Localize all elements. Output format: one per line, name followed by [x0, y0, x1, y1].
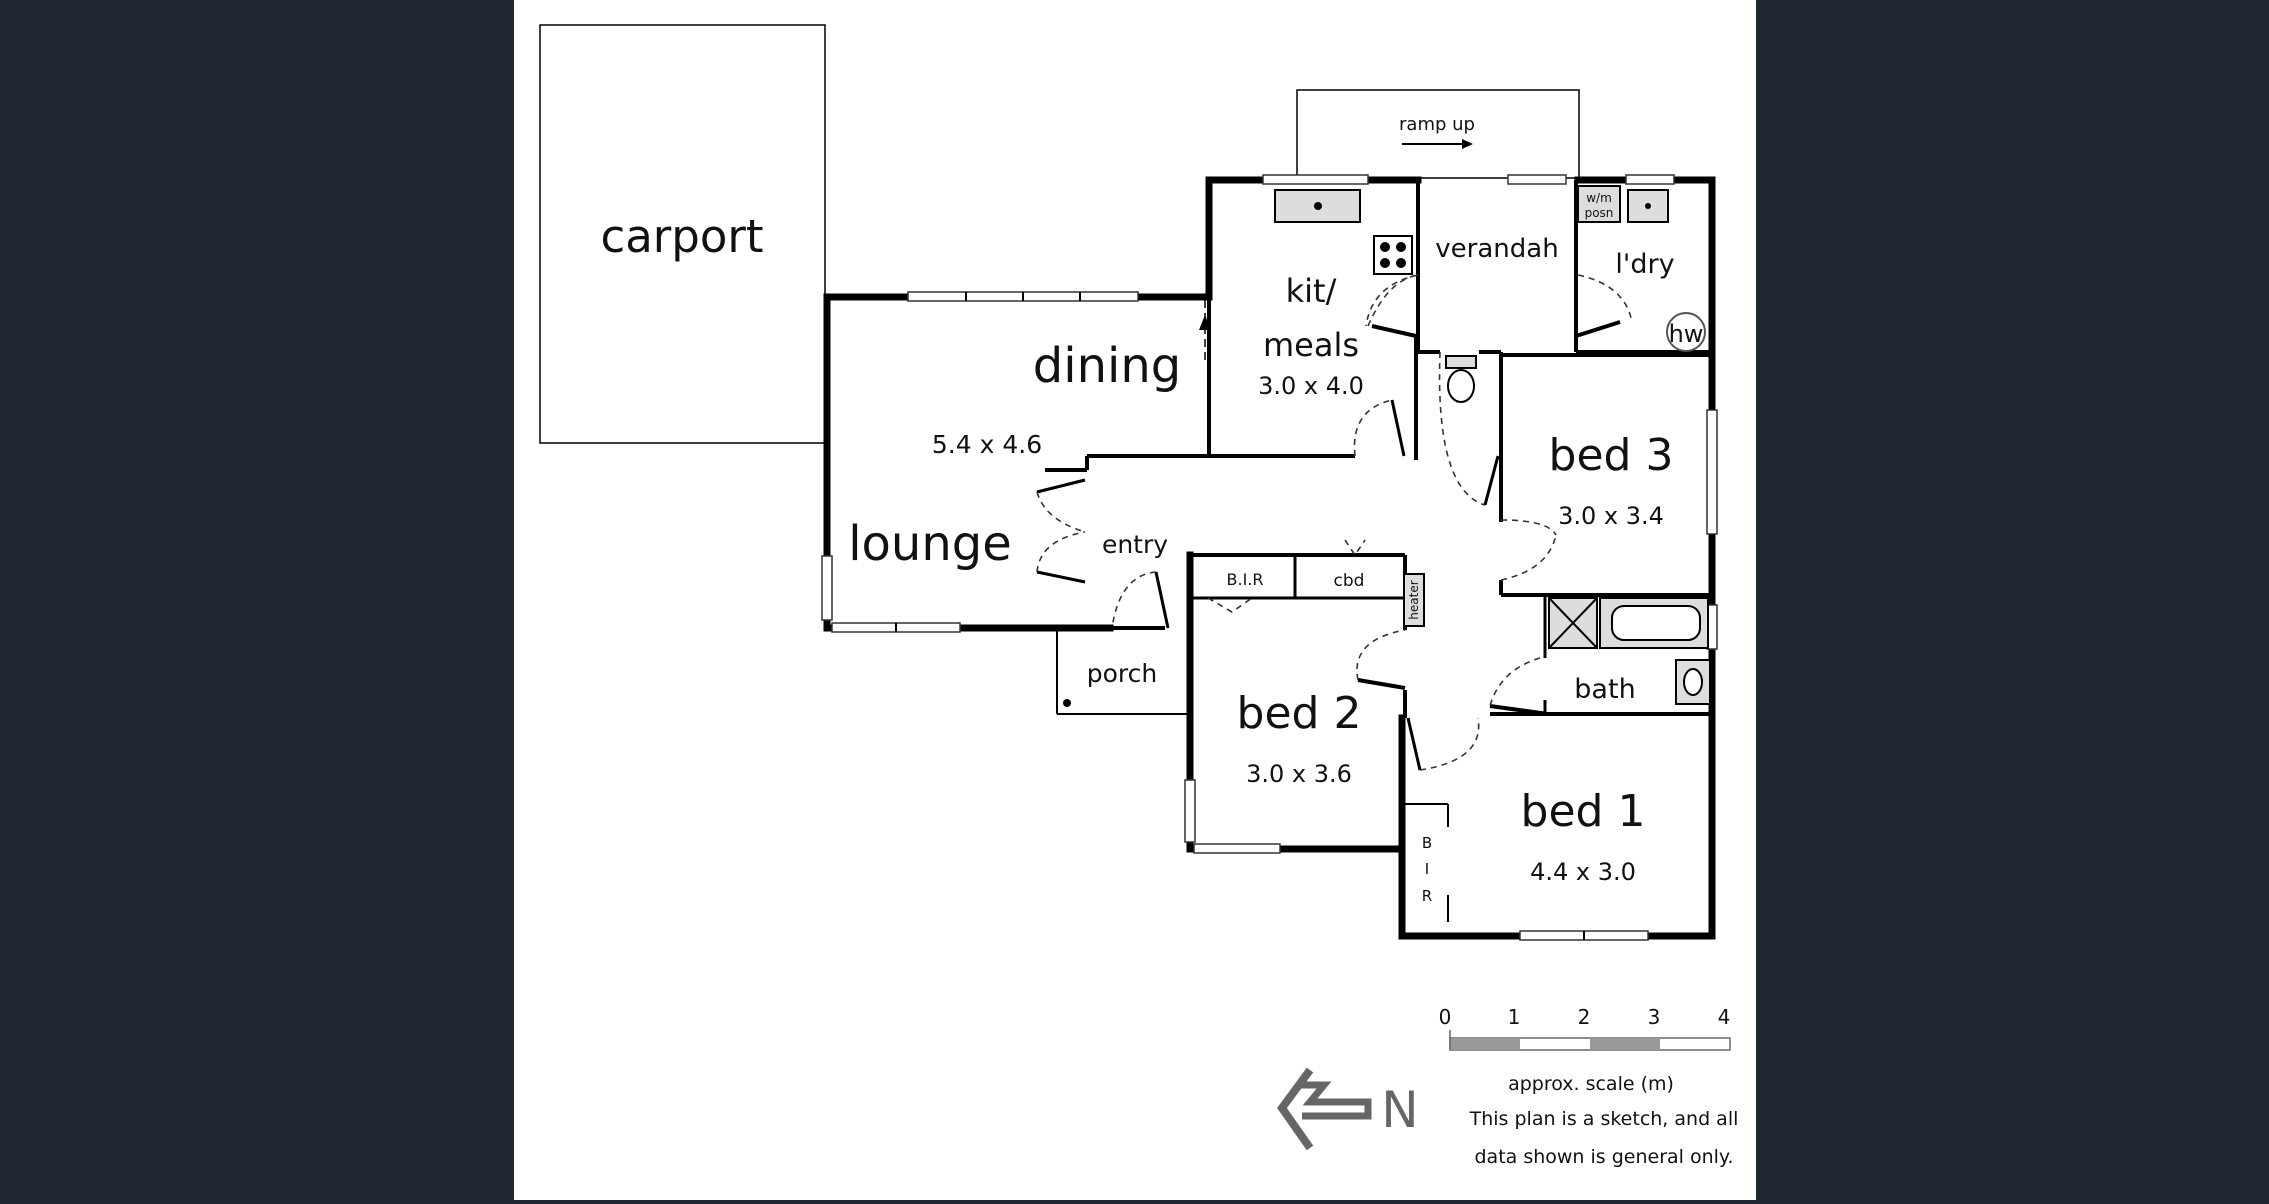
carport-outline: [539, 24, 826, 444]
bir-bed2-label: B.I.R: [1227, 570, 1264, 589]
bed3-size: 3.0 x 3.4: [1558, 502, 1664, 530]
ramp-label: ramp up: [1399, 114, 1475, 135]
porch-label: porch: [1087, 659, 1157, 688]
kitchen-size: 3.0 x 4.0: [1258, 372, 1364, 400]
bath-label: bath: [1574, 674, 1635, 705]
dining-size: 5.4 x 4.6: [932, 430, 1042, 459]
windows: [821, 174, 1718, 941]
washing-machine-position: [1577, 185, 1621, 223]
hot-water-icon: [1666, 312, 1706, 352]
cupboard-label: cbd: [1334, 571, 1365, 591]
bed3-label: bed 3: [1549, 430, 1674, 481]
laundry-trough-icon: [1627, 189, 1669, 223]
bed1-size: 4.4 x 3.0: [1530, 858, 1636, 886]
bir-bed1-letter-i: I: [1425, 860, 1429, 878]
scale-tick-0: 0: [1439, 1005, 1452, 1029]
ramp-outline: [1296, 89, 1580, 179]
scale-bar: [1449, 1030, 1731, 1051]
hot-water-label: hw: [1669, 320, 1704, 348]
scale-tick-3: 3: [1648, 1005, 1661, 1029]
cooktop-icon: [1373, 235, 1413, 275]
interior-walls: [1045, 180, 1712, 922]
ramp-arrow: [1402, 139, 1473, 149]
door-swings: [1036, 274, 1633, 771]
kitchen-label-line1: kit/: [1286, 272, 1337, 310]
bir-bed1-letter-r: R: [1422, 887, 1432, 905]
scale-tick-1: 1: [1508, 1005, 1521, 1029]
basin-icon: [1675, 659, 1711, 705]
disclaimer-line1: This plan is a sketch, and all: [1469, 1108, 1739, 1130]
dining-label: dining: [1033, 338, 1181, 394]
fixtures: [1274, 185, 1711, 705]
bir-bed1-letter-b: B: [1422, 834, 1432, 852]
bed2-size: 3.0 x 3.6: [1246, 760, 1352, 788]
heater-unit: [1403, 573, 1425, 627]
scale-caption: approx. scale (m): [1508, 1073, 1674, 1095]
kitchen-sink-icon: [1274, 189, 1361, 223]
bed1-label: bed 1: [1521, 786, 1646, 837]
wm-label-line1: w/m: [1586, 191, 1612, 205]
wm-label-line2: posn: [1585, 206, 1614, 220]
porch-outline: [1056, 628, 1190, 715]
scale-tick-2: 2: [1578, 1005, 1591, 1029]
entry-label: entry: [1102, 530, 1168, 559]
verandah-label: verandah: [1435, 234, 1558, 264]
kitchen-label-line2: meals: [1263, 326, 1359, 364]
carport-label: carport: [600, 210, 763, 263]
heater-label: heater: [1407, 580, 1421, 619]
shower-icon: [1548, 597, 1598, 649]
north-arrow-icon: [1277, 1067, 1372, 1151]
bathtub-icon: [1599, 597, 1709, 649]
north-letter: N: [1381, 1081, 1418, 1139]
disclaimer-line2: data shown is general only.: [1474, 1146, 1733, 1168]
toilet-icon: [1445, 355, 1477, 403]
lounge-label: lounge: [848, 516, 1012, 572]
laundry-label: l'dry: [1615, 249, 1674, 280]
scale-tick-4: 4: [1718, 1005, 1731, 1029]
bed2-label: bed 2: [1237, 688, 1362, 739]
